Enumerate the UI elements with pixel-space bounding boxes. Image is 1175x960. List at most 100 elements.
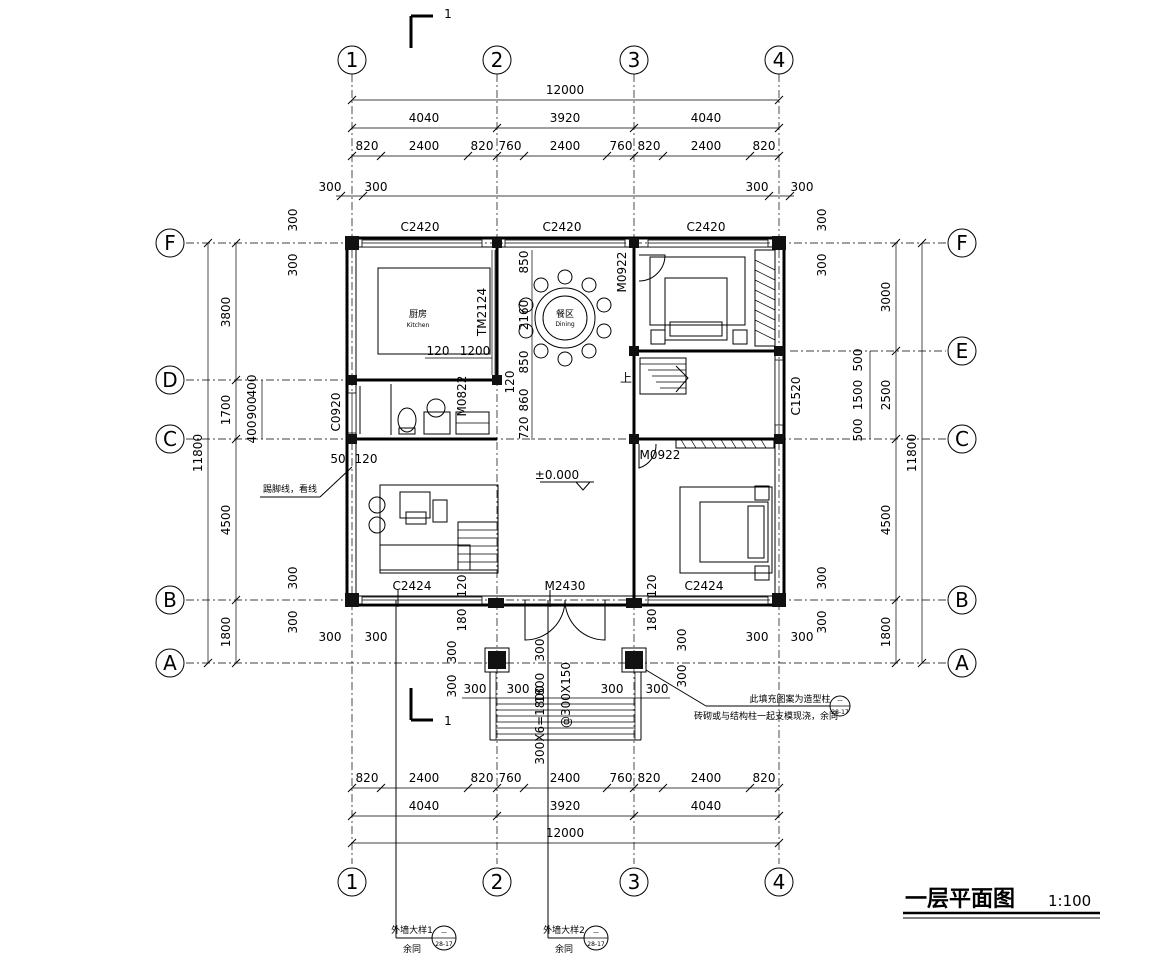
right-dimensions: 3000 2500 4500 1800 11800 500 1500 500 3… — [746, 238, 927, 668]
dim-offset: 300 — [365, 180, 388, 194]
door-label-main: M2430 — [545, 579, 586, 593]
axis-bubbles-left: F D C B A — [155, 228, 185, 678]
svg-text:120: 120 — [503, 371, 517, 394]
dim-bay: 4040 — [691, 799, 722, 813]
axis-label: F — [164, 231, 176, 255]
svg-text:300X6=1800: 300X6=1800 — [533, 685, 547, 764]
dim-offset: 300 — [791, 180, 814, 194]
svg-text:860: 860 — [517, 389, 531, 412]
dim-left-span: 1800 — [219, 617, 233, 648]
dim-right-span: 4500 — [879, 505, 893, 536]
dim-sub: 760 — [610, 771, 633, 785]
dim-sub: 2400 — [550, 139, 581, 153]
detail-callout-1 — [395, 600, 457, 951]
dim-right-span: 2500 — [879, 380, 893, 411]
svg-text:—: — — [441, 929, 447, 936]
room-name-kitchen: 厨房 — [409, 308, 427, 320]
dim-offset: 300 — [365, 630, 388, 644]
dim-offset: 300 — [815, 209, 829, 232]
dim-left-span: 4500 — [219, 505, 233, 536]
axis-label: D — [162, 368, 177, 392]
svg-text:28-17: 28-17 — [587, 941, 605, 948]
axis-label: 1 — [346, 870, 359, 894]
dim-sub: 820 — [471, 771, 494, 785]
svg-text:720: 720 — [517, 417, 531, 440]
door-label: M0822 — [455, 376, 469, 417]
window-label: C1520 — [789, 377, 803, 416]
dim-bay: 4040 — [409, 111, 440, 125]
window-label: C2420 — [687, 220, 726, 234]
skirting-note — [260, 466, 353, 498]
svg-text:300: 300 — [445, 641, 459, 664]
svg-text:28-17: 28-17 — [435, 941, 453, 948]
svg-text:300: 300 — [601, 682, 624, 696]
dim-left-small: 400 — [245, 421, 259, 444]
axis-label: 2 — [491, 870, 504, 894]
dim-sub: 2400 — [691, 139, 722, 153]
axis-label: 3 — [628, 48, 641, 72]
dim-right-small: 500 — [851, 419, 865, 442]
svg-text:300: 300 — [507, 682, 530, 696]
svg-text:300: 300 — [533, 639, 547, 662]
detail-label-2: 外墙大样2 — [543, 924, 585, 936]
dining-dims: 850 2160 850 120 860 720 120 1200 — [425, 250, 533, 440]
window-label: C2420 — [401, 220, 440, 234]
room-name-dining-en: Dining — [555, 321, 575, 328]
svg-text:180: 180 — [645, 609, 659, 632]
axis-label: 4 — [773, 870, 786, 894]
room-name-dining: 餐区 — [556, 308, 574, 320]
bottom-dimensions: 820 2400 820 760 2400 760 820 2400 820 4… — [347, 771, 784, 848]
section-mark-bottom — [409, 688, 433, 722]
dining-table — [518, 269, 612, 367]
columns — [345, 236, 786, 673]
dim-offset: 300 — [319, 630, 342, 644]
svg-text:—: — — [837, 697, 843, 704]
detail-label-1: 外墙大样1 — [391, 924, 433, 936]
axis-label: 1 — [346, 48, 359, 72]
dim-left-small: 400 — [245, 375, 259, 398]
windows — [347, 239, 784, 605]
window-label: C2424 — [685, 579, 724, 593]
note-line2: 砖砌或与结构柱一起支模现浇，余同 — [694, 710, 838, 722]
window-label: C2420 — [543, 220, 582, 234]
svg-text:2160: 2160 — [517, 300, 531, 331]
axis-label: C — [163, 427, 177, 451]
left-dimensions: 11800 3800 1700 4500 1800 400 900 400 30… — [191, 238, 388, 668]
top-dimensions: 12000 4040 3920 4040 820 2400 820 760 24… — [286, 83, 829, 276]
dim-sub: 760 — [499, 771, 522, 785]
living-furniture — [368, 484, 499, 574]
svg-text:1800: 1800 — [533, 673, 547, 704]
svg-text:300: 300 — [646, 682, 669, 696]
dim-left-span: 3800 — [219, 297, 233, 328]
walls — [345, 236, 786, 607]
svg-text:300: 300 — [675, 665, 689, 688]
svg-text:300: 300 — [445, 675, 459, 698]
dim-sub: 2400 — [550, 771, 581, 785]
room-name-kitchen-en: Kitchen — [407, 322, 430, 329]
dim-bay: 3920 — [550, 799, 581, 813]
bedroom-bottom — [638, 437, 775, 581]
axis-label: B — [955, 588, 969, 612]
dim-offset: 300 — [815, 567, 829, 590]
window-label: C0920 — [329, 393, 343, 432]
dim-offset: 300 — [286, 567, 300, 590]
svg-text:120: 120 — [427, 344, 450, 358]
dim-right-span: 3000 — [879, 282, 893, 313]
svg-text:120: 120 — [645, 575, 659, 598]
dim-bay: 4040 — [691, 111, 722, 125]
axis-label: F — [956, 231, 968, 255]
dim-bay: 3920 — [550, 111, 581, 125]
dim-sub: 2400 — [691, 771, 722, 785]
dim-offset: 300 — [815, 611, 829, 634]
dim-sub: 820 — [471, 139, 494, 153]
column-note — [645, 669, 851, 717]
svg-text:300: 300 — [464, 682, 487, 696]
dim-offset: 300 — [746, 180, 769, 194]
bedroom-top — [638, 249, 776, 347]
skirting-label: 踢脚线，看线 — [263, 483, 317, 495]
svg-text:28-17: 28-17 — [831, 709, 849, 716]
dim-sub: 2400 — [409, 139, 440, 153]
dim-total-top: 12000 — [546, 83, 584, 97]
axis-label: 4 — [773, 48, 786, 72]
